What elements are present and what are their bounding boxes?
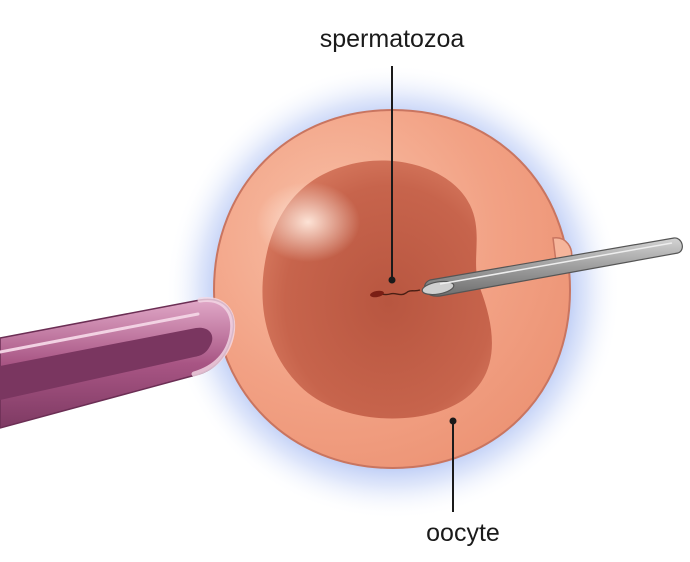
oocyte-leader-dot bbox=[449, 417, 457, 425]
spermatozoa-label: spermatozoa bbox=[320, 25, 465, 53]
cell-highlight bbox=[256, 182, 360, 262]
spermatozoon-icon bbox=[370, 289, 421, 298]
spermatozoa-leader-dot bbox=[388, 276, 396, 284]
oocyte-label: oocyte bbox=[426, 519, 500, 547]
holding-pipette bbox=[0, 297, 236, 429]
injection-needle bbox=[421, 237, 683, 297]
